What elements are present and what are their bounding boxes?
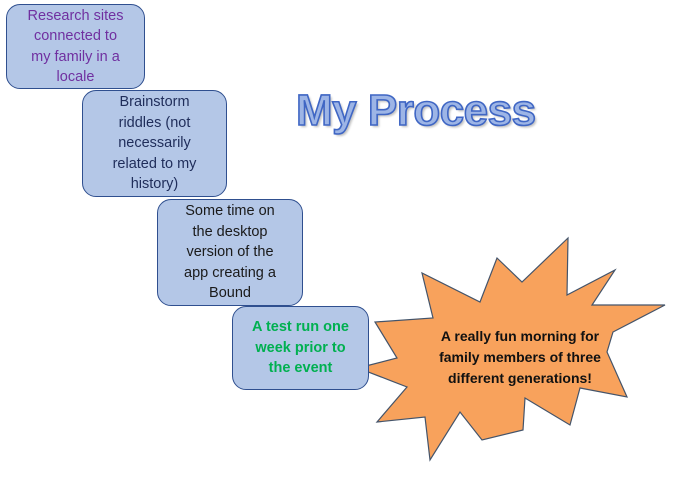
step-text-line: history) <box>130 176 179 193</box>
step-text-line: app creating a <box>184 264 276 281</box>
step-text-line: the desktop <box>192 223 268 240</box>
step-text-line: week prior to <box>255 339 346 356</box>
outcome-text: A really fun morning for family members … <box>395 326 645 389</box>
step-desktop-app: Some time on the desktop version of the … <box>157 199 303 306</box>
step-text-line: Bound <box>209 285 251 302</box>
step-test-run: A test run one week prior to the event <box>232 306 369 390</box>
step-text-line: Some time on <box>185 203 275 220</box>
step-text-line: riddles (not <box>118 114 191 131</box>
step-text-line: connected to <box>33 28 118 44</box>
step-text-line: the event <box>268 360 333 377</box>
step-text-line: my family in a <box>31 48 120 65</box>
step-text-line: version of the <box>186 244 274 261</box>
step-research-sites: Research sites connected to my family in… <box>6 4 145 89</box>
step-text-line: related to my <box>112 155 197 172</box>
step-text-line: Brainstorm <box>119 94 190 111</box>
step-text-line: necessarily <box>118 135 191 152</box>
step-text-line: A test run one <box>252 319 349 336</box>
outcome-text-line: different generations! <box>448 370 592 386</box>
burst-polygon <box>356 236 666 462</box>
step-text-line: locale <box>56 69 95 85</box>
outcome-text-line: family members of three <box>439 349 601 365</box>
page-title: My Process <box>295 85 537 136</box>
step-brainstorm-riddles: Brainstorm riddles (not necessarily rela… <box>82 90 227 197</box>
step-text-line: Research sites <box>27 7 124 24</box>
outcome-text-line: A really fun morning for <box>440 328 600 344</box>
